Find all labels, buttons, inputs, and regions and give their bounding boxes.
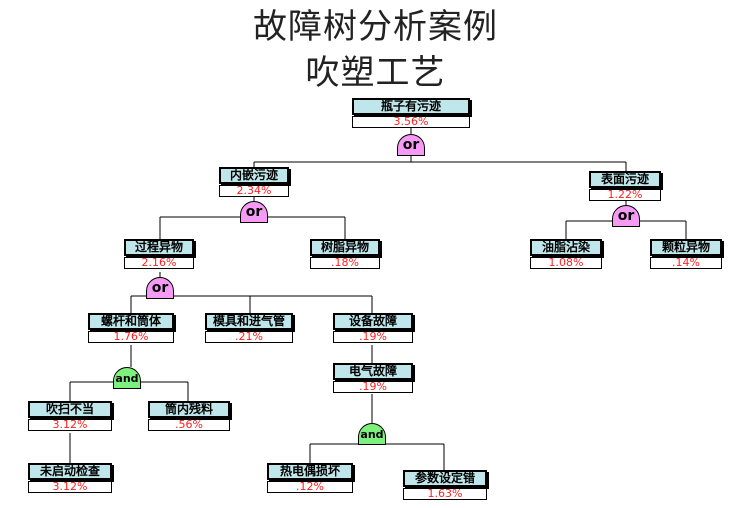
event-particle: 颗粒异物 .14% bbox=[650, 239, 722, 269]
event-label: 参数设定错 bbox=[403, 470, 487, 487]
or-gate-surface: or bbox=[612, 205, 640, 227]
event-probability: .21% bbox=[205, 331, 293, 343]
or-gate-inner: or bbox=[240, 201, 268, 223]
event-probability: .18% bbox=[310, 257, 380, 269]
event-probability: .14% bbox=[650, 257, 722, 269]
event-probability: 3.56% bbox=[352, 116, 470, 128]
event-label: 筒内残料 bbox=[148, 401, 230, 418]
event-probability: 1.63% bbox=[403, 488, 487, 500]
event-probability: 3.12% bbox=[28, 419, 112, 431]
event-purge: 吹扫不当 3.12% bbox=[28, 401, 112, 431]
event-probability: 1.08% bbox=[530, 257, 602, 269]
event-thermocouple: 热电偶损坏 .12% bbox=[267, 463, 353, 493]
event-label: 设备故障 bbox=[333, 313, 413, 330]
event-label: 内嵌污迹 bbox=[219, 167, 289, 184]
event-surface: 表面污迹 1.22% bbox=[589, 171, 661, 201]
event-label: 模具和进气管 bbox=[205, 313, 293, 330]
event-label: 吹扫不当 bbox=[28, 401, 112, 418]
event-label: 热电偶损坏 bbox=[267, 463, 353, 480]
event-label: 表面污迹 bbox=[589, 171, 661, 188]
and-gate-electric: and bbox=[358, 423, 386, 445]
event-label: 颗粒异物 bbox=[650, 239, 722, 256]
event-mold: 模具和进气管 .21% bbox=[205, 313, 293, 343]
diagram-subtitle: 吹塑工艺 bbox=[305, 53, 446, 93]
event-resin: 树脂异物 .18% bbox=[310, 239, 380, 269]
event-inner: 内嵌污迹 2.34% bbox=[219, 167, 289, 197]
event-screw: 螺杆和筒体 1.76% bbox=[88, 313, 174, 343]
event-process: 过程异物 2.16% bbox=[124, 239, 194, 269]
event-nostart: 未启动检查 3.12% bbox=[28, 463, 112, 493]
or-gate-top: or bbox=[397, 134, 425, 156]
event-label: 螺杆和筒体 bbox=[88, 313, 174, 330]
event-label: 瓶子有污迹 bbox=[352, 98, 470, 115]
event-probability: .56% bbox=[148, 419, 230, 431]
event-probability: .19% bbox=[333, 381, 413, 393]
event-label: 树脂异物 bbox=[310, 239, 380, 256]
event-electric: 电气故障 .19% bbox=[333, 363, 413, 393]
event-probability: 3.12% bbox=[28, 481, 112, 493]
event-top: 瓶子有污迹 3.56% bbox=[352, 98, 470, 128]
or-gate-process: or bbox=[146, 277, 174, 299]
event-parameter: 参数设定错 1.63% bbox=[403, 470, 487, 500]
event-probability: 1.22% bbox=[589, 189, 661, 201]
event-probability: 2.34% bbox=[219, 185, 289, 197]
event-equipment: 设备故障 .19% bbox=[333, 313, 413, 343]
event-probability: .12% bbox=[267, 481, 353, 493]
event-label: 油脂沾染 bbox=[530, 239, 602, 256]
event-label: 过程异物 bbox=[124, 239, 194, 256]
diagram-title: 故障树分析案例 bbox=[253, 7, 498, 47]
event-label: 未启动检查 bbox=[28, 463, 112, 480]
event-probability: 2.16% bbox=[124, 257, 194, 269]
and-gate-screw: and bbox=[113, 367, 141, 389]
event-oil: 油脂沾染 1.08% bbox=[530, 239, 602, 269]
event-residue: 筒内残料 .56% bbox=[148, 401, 230, 431]
event-probability: 1.76% bbox=[88, 331, 174, 343]
event-label: 电气故障 bbox=[333, 363, 413, 380]
event-probability: .19% bbox=[333, 331, 413, 343]
